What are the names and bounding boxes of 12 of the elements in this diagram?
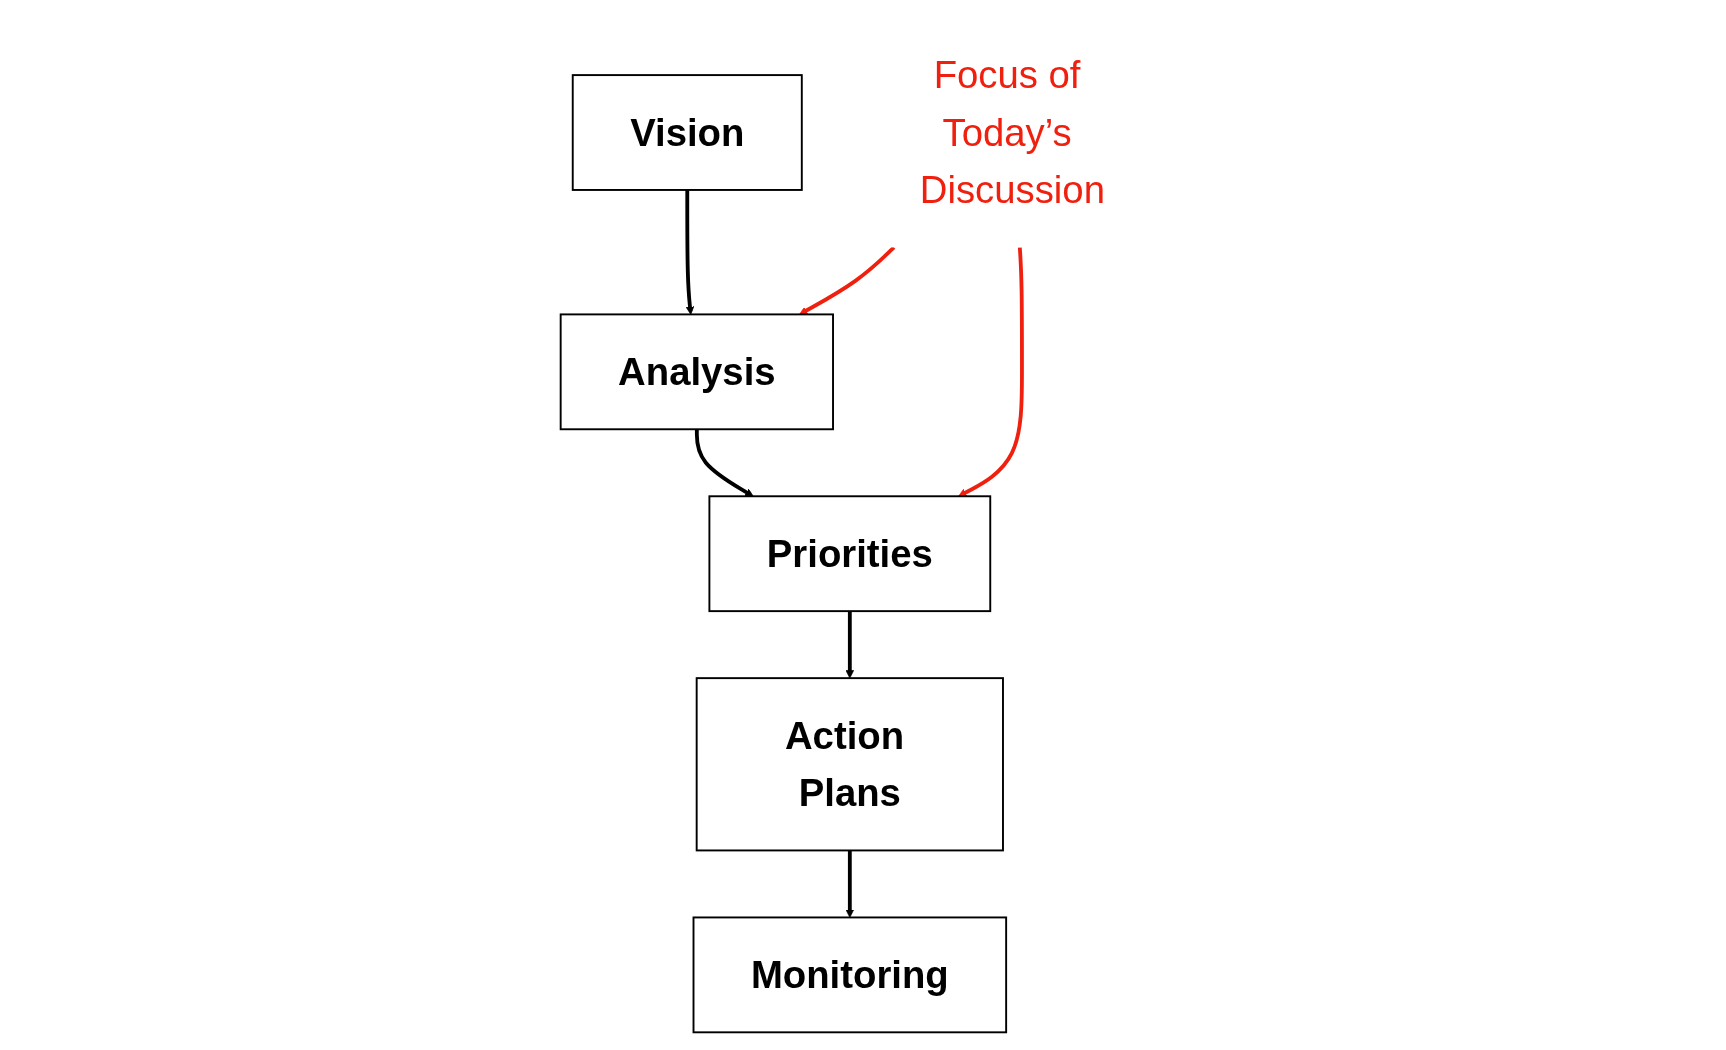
node-box: Vision xyxy=(571,74,803,191)
arrow xyxy=(799,246,896,315)
arrow xyxy=(694,429,754,497)
node-text: Focus of Today’s Discussion xyxy=(919,54,1105,212)
arrow xyxy=(958,247,1024,497)
node-box: Priorities xyxy=(708,495,992,613)
node-box: Action Plans xyxy=(695,677,1004,852)
arrow xyxy=(845,611,854,679)
arrow xyxy=(845,850,854,918)
node-box: Analysis xyxy=(559,313,834,431)
node-box: Monitoring xyxy=(692,916,1007,1034)
arrow xyxy=(685,189,695,315)
